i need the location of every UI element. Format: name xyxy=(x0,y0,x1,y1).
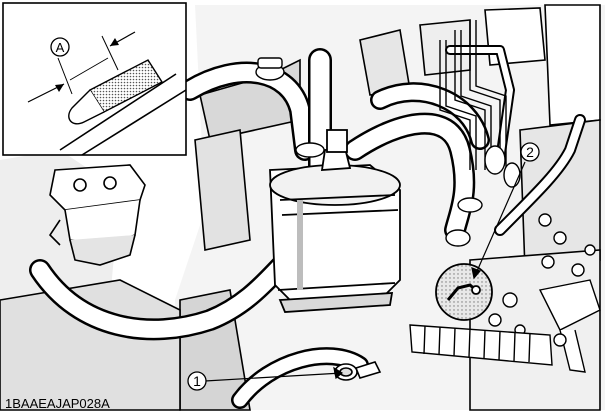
callout-1-label: 1 xyxy=(193,373,201,389)
sediment-cup xyxy=(48,164,146,266)
callout-inset-label: A xyxy=(56,40,65,55)
fuel-filter-canister xyxy=(269,129,401,313)
figure-code: 1BAAEAJAP028A xyxy=(5,396,110,411)
hose-clamps xyxy=(255,57,521,247)
corrugated-boot xyxy=(409,324,553,366)
fuel-lines xyxy=(439,20,507,170)
callout-inset-circle xyxy=(50,37,70,57)
callout-2-label: 2 xyxy=(526,144,534,160)
detail-inset: A xyxy=(2,2,187,156)
pump-linkage xyxy=(488,213,601,373)
leader-lines xyxy=(204,161,526,382)
callout-2: 2 xyxy=(520,142,540,162)
air-bleed-plug xyxy=(435,263,493,321)
callout-1: 1 xyxy=(187,371,207,391)
